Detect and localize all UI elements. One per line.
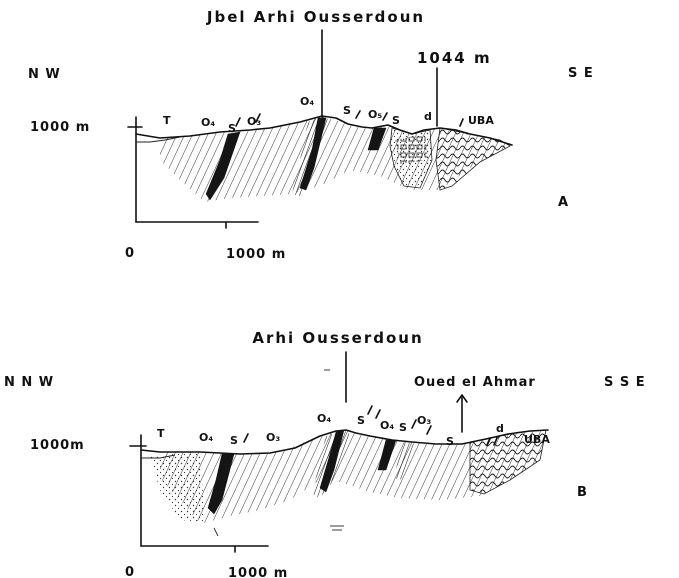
unit-label: O₃: [266, 431, 280, 444]
section-a: Jbel Arhi Ousserdoun 1044 m N W S E 1000…: [28, 8, 594, 262]
elevation-label-a: 1000 m: [30, 120, 90, 135]
strata-wavy-a: [435, 127, 511, 191]
unit-label: S: [230, 434, 238, 447]
unit-label: O₄: [300, 95, 314, 108]
unit-label: O₄: [317, 412, 331, 425]
strata-dense-band-a4: [367, 127, 387, 151]
unit-label: T: [163, 114, 171, 127]
unit-label: S: [446, 435, 454, 448]
scale-label-a: 1000 m: [226, 247, 286, 262]
scale-zero-a: 0: [125, 246, 135, 261]
scale-label-b: 1000 m: [228, 566, 288, 578]
topographic-profile-b: [140, 429, 549, 455]
unit-labels-b: T O₄ S O₃ O₄ S O₄ S O₃ S d UBA: [157, 412, 550, 448]
summit-name-b: Arhi Ousserdoun: [252, 329, 423, 347]
valley-arrow-b: [456, 394, 468, 403]
summit-name-a: Jbel Arhi Ousserdoun: [206, 8, 425, 26]
unit-label: d: [496, 422, 504, 435]
strata-dense-band-b5: [394, 442, 416, 480]
elevation-label-b: 1000m: [30, 438, 85, 453]
unit-label: O₃: [417, 414, 431, 427]
panel-letter-a: A: [558, 195, 569, 210]
strata-blocks-a: [395, 134, 428, 164]
topographic-profile-a: [135, 115, 513, 146]
unit-label: O₄: [199, 431, 213, 444]
scan-mark: [213, 527, 219, 537]
contact-ticks-b: [243, 405, 498, 446]
strata-dense-band-a3: [299, 117, 327, 191]
strata-dotted-b1: [150, 452, 205, 522]
unit-label: O₄: [380, 419, 394, 432]
section-b: Arhi Ousserdoun Oued el Ahmar N N W S S …: [4, 329, 646, 578]
direction-right-a: S E: [568, 66, 594, 81]
unit-label: O₅: [368, 108, 382, 121]
unit-label: T: [157, 427, 165, 440]
unit-label: UBA: [524, 433, 550, 446]
summit-elevation-a: 1044 m: [417, 49, 492, 67]
unit-label: S: [228, 122, 236, 135]
contact-ticks-a: [235, 110, 464, 127]
panel-letter-b: B: [577, 485, 588, 500]
unit-label: S: [392, 114, 400, 127]
tertiary-cover-a: [136, 136, 181, 143]
direction-left-a: N W: [28, 67, 61, 82]
direction-right-b: S S E: [604, 375, 646, 390]
direction-left-b: N N W: [4, 375, 54, 390]
unit-label: S: [399, 421, 407, 434]
unit-label: S: [357, 414, 365, 427]
strata-dense-band-a1: [205, 131, 241, 201]
unit-label: UBA: [468, 114, 494, 127]
unit-label: S: [343, 104, 351, 117]
valley-name-b: Oued el Ahmar: [414, 375, 536, 390]
unit-label: d: [424, 110, 432, 123]
unit-label: O₄: [201, 116, 215, 129]
tertiary-cover-b: [141, 454, 176, 459]
scale-zero-b: 0: [125, 565, 135, 578]
